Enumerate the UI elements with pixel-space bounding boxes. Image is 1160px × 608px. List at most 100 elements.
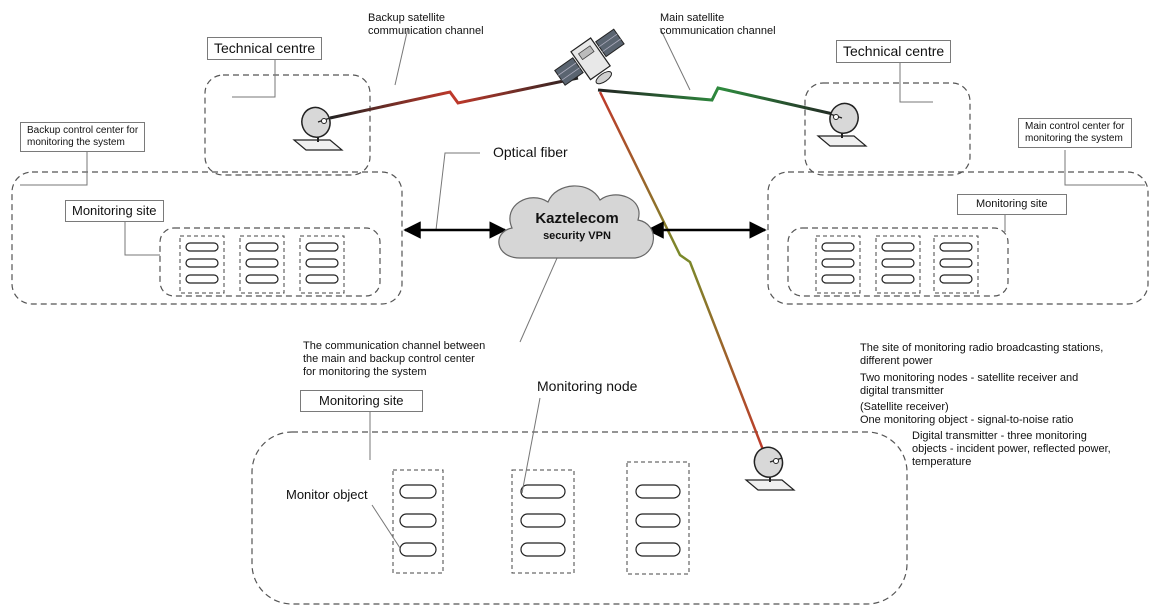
label-line: digital transmitter bbox=[860, 385, 944, 398]
label-line: for monitoring the system bbox=[303, 366, 427, 379]
main-control-label: Main control center for monitoring the s… bbox=[1018, 118, 1132, 148]
leader-line bbox=[394, 27, 409, 86]
backup-control-label: Backup control center for monitoring the… bbox=[20, 122, 146, 152]
backup-channel-label: Backup satellite communication channel bbox=[368, 12, 484, 38]
monitor-object-pill bbox=[939, 242, 973, 252]
monitor-object-pill bbox=[821, 258, 855, 268]
leader-line bbox=[371, 504, 401, 549]
label-line: communication channel bbox=[660, 25, 776, 38]
label-line: monitoring the system bbox=[1025, 133, 1123, 144]
label-line: Main satellite bbox=[660, 12, 725, 24]
main-control-area bbox=[767, 171, 1149, 305]
cloud-subtitle: security VPN bbox=[543, 230, 611, 242]
monitor-object-pill bbox=[399, 542, 437, 557]
node-column bbox=[392, 469, 444, 574]
monitoring-site-bottom-label: Monitoring site bbox=[300, 390, 423, 412]
tech-centre-right-label: Technical centre bbox=[836, 40, 952, 63]
tech-centre-left-label: Technical centre bbox=[207, 37, 323, 60]
monitor-object-pill bbox=[305, 242, 339, 252]
monitor-object-pill bbox=[185, 242, 219, 252]
monitor-object-pill bbox=[635, 484, 681, 499]
node-column bbox=[239, 235, 285, 294]
monitor-object-pill bbox=[399, 484, 437, 499]
node-column bbox=[299, 235, 345, 294]
leader-line bbox=[521, 397, 541, 494]
monitor-object-pill bbox=[635, 513, 681, 528]
label-line: The communication channel between bbox=[303, 340, 486, 352]
node-column bbox=[933, 235, 979, 294]
label-line: monitoring the system bbox=[27, 137, 125, 148]
node-column bbox=[511, 469, 575, 574]
transmitter-description: Digital transmitter - three monitoring o… bbox=[912, 430, 1111, 470]
monitor-object-pill bbox=[305, 274, 339, 284]
monitor-object-pill bbox=[520, 513, 566, 528]
backup-satellite-link bbox=[329, 76, 579, 120]
tech-centre-left-area bbox=[204, 74, 371, 176]
monitoring-site-left-label: Monitoring site bbox=[65, 200, 164, 222]
backup-control-area bbox=[11, 171, 403, 305]
monitoring-site-left-area bbox=[159, 227, 381, 297]
tech-centre-right-area bbox=[804, 82, 971, 176]
label-line: the main and backup control center bbox=[303, 353, 475, 366]
monitor-object-pill bbox=[245, 258, 279, 268]
vertical-satellite-link bbox=[598, 91, 767, 456]
monitor-object-pill bbox=[399, 513, 437, 528]
leader-line bbox=[899, 60, 933, 103]
monitoring-site-bottom-area bbox=[251, 431, 908, 605]
nodes-description: Two monitoring nodes - satellite receive… bbox=[860, 372, 1078, 398]
leader-line bbox=[20, 148, 88, 186]
comm-channel-label: The communication channel between the ma… bbox=[303, 340, 485, 380]
monitor-object-pill bbox=[520, 542, 566, 557]
leader-line bbox=[124, 212, 160, 256]
label-line: Main control center for bbox=[1025, 121, 1125, 132]
monitor-object-pill bbox=[881, 258, 915, 268]
main-channel-label: Main satellite communication channel bbox=[660, 12, 776, 38]
satellite-icon bbox=[554, 28, 625, 86]
label-line: The site of monitoring radio broadcastin… bbox=[860, 342, 1104, 354]
leader-line bbox=[1064, 150, 1145, 186]
monitor-object-pill bbox=[245, 274, 279, 284]
node-column bbox=[179, 235, 225, 294]
optical-fiber-label: Optical fiber bbox=[493, 144, 568, 160]
cloud-title: Kaztelecom bbox=[535, 210, 619, 227]
label-line: temperature bbox=[912, 456, 972, 469]
monitoring-site-right-label: Monitoring site bbox=[957, 194, 1067, 216]
monitor-object-pill bbox=[881, 242, 915, 252]
label-line: different power bbox=[860, 355, 933, 368]
leader-line bbox=[232, 55, 276, 98]
object-description: One monitoring object - signal-to-noise … bbox=[860, 414, 1074, 426]
label-line: objects - incident power, reflected powe… bbox=[912, 443, 1111, 456]
monitor-object-pill bbox=[881, 274, 915, 284]
main-satellite-link bbox=[597, 86, 843, 118]
leader-line bbox=[659, 27, 691, 91]
monitor-object-pill bbox=[520, 484, 566, 499]
monitor-object-label: Monitor object bbox=[286, 487, 368, 502]
node-column bbox=[626, 461, 690, 575]
monitor-object-pill bbox=[939, 258, 973, 268]
monitor-object-pill bbox=[305, 258, 339, 268]
monitor-object-pill bbox=[821, 242, 855, 252]
satellite-receiver-label: (Satellite receiver) bbox=[860, 401, 949, 413]
monitor-object-pill bbox=[185, 274, 219, 284]
monitor-object-pill bbox=[245, 242, 279, 252]
label-line: Backup satellite bbox=[368, 12, 446, 24]
monitor-object-pill bbox=[635, 542, 681, 557]
label-line: Backup control center for bbox=[27, 125, 139, 136]
monitor-object-pill bbox=[821, 274, 855, 284]
node-column bbox=[815, 235, 861, 294]
cloud-icon bbox=[498, 185, 654, 259]
site-description: The site of monitoring radio broadcastin… bbox=[860, 342, 1103, 368]
label-line: communication channel bbox=[368, 25, 484, 38]
satellite-dish-icon bbox=[744, 446, 796, 491]
leader-line bbox=[435, 152, 480, 231]
label-line: Digital transmitter - three monitoring bbox=[912, 430, 1087, 442]
monitor-object-pill bbox=[939, 274, 973, 284]
label-line: Two monitoring nodes - satellite receive… bbox=[860, 372, 1079, 384]
satellite-dish-icon bbox=[292, 106, 344, 151]
node-column bbox=[875, 235, 921, 294]
monitoring-node-label: Monitoring node bbox=[537, 378, 638, 394]
monitoring-site-right-area bbox=[787, 227, 1009, 297]
monitor-object-pill bbox=[185, 258, 219, 268]
satellite-dish-icon bbox=[816, 102, 868, 147]
